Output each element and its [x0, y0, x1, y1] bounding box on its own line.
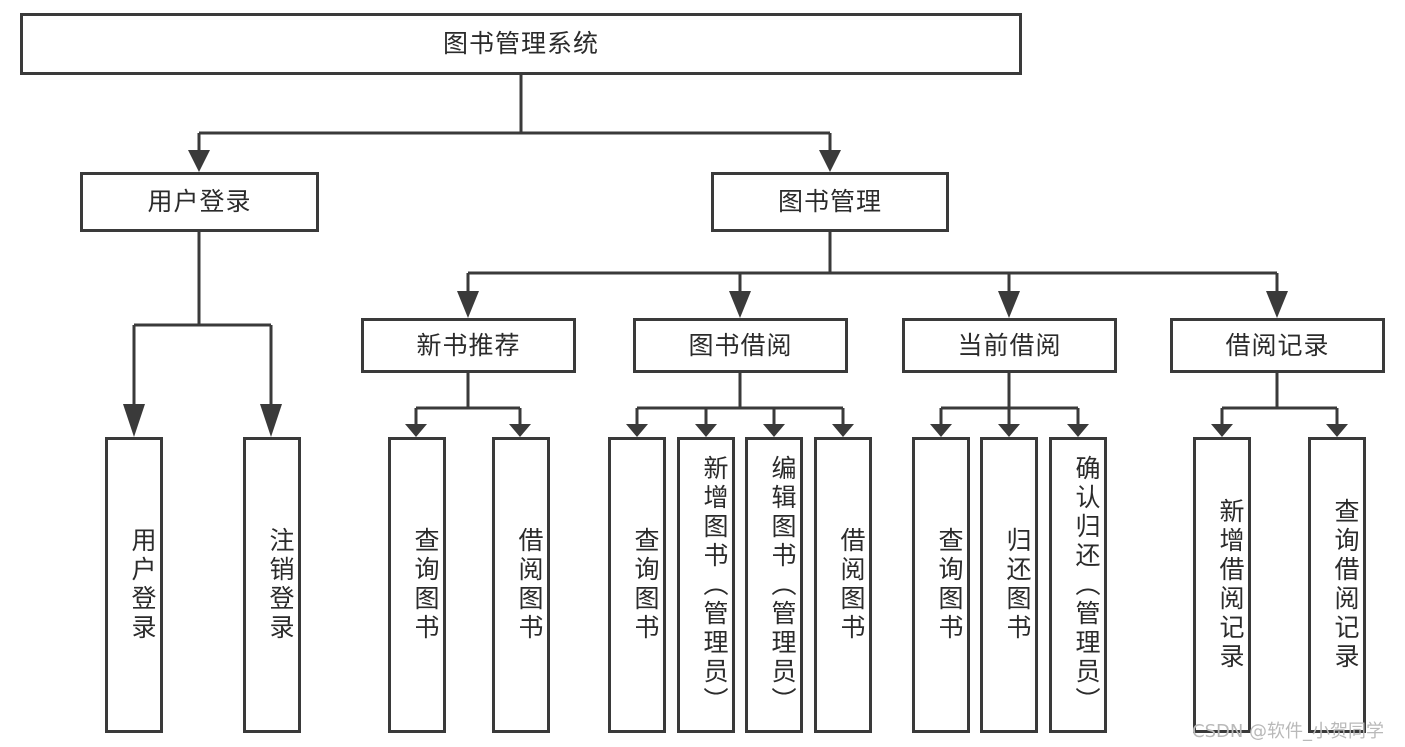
watermark-csdn: CSDN @软件_小贺同学: [1192, 721, 1385, 742]
node-root-system-label: 图书管理系统: [442, 29, 599, 59]
leaf-new-book-borrow[interactable]: 借阅图书: [492, 437, 550, 733]
arrowhead-l3-4: [1266, 291, 1288, 318]
leaf-book-borrow-borrow-label: 借阅图书: [837, 527, 866, 643]
leaf-book-borrow-borrow[interactable]: 借阅图书: [814, 437, 872, 733]
arrowhead-leaf-u2: [260, 404, 282, 437]
leaf-current-borrow-query[interactable]: 查询图书: [912, 437, 970, 733]
node-current-borrow-label: 当前借阅: [957, 330, 1062, 360]
leaf-book-borrow-edit-label: 编辑图书（管理员）: [768, 454, 797, 716]
leaf-current-borrow-return-label: 归还图书: [1003, 527, 1032, 643]
leaf-borrow-record-query[interactable]: 查询借阅记录: [1308, 437, 1366, 733]
arrowhead-leaf-r1: [1211, 424, 1233, 437]
leaf-new-book-borrow-label: 借阅图书: [515, 527, 544, 643]
leaf-user-login-signout[interactable]: 注销登录: [243, 437, 301, 733]
arrowhead-l3-2: [729, 291, 751, 318]
leaf-current-borrow-confirm[interactable]: 确认归还（管理员）: [1049, 437, 1107, 733]
leaf-current-borrow-query-label: 查询图书: [935, 527, 964, 643]
leaf-book-borrow-query-label: 查询图书: [631, 527, 660, 643]
leaf-book-borrow-add[interactable]: 新增图书（管理员）: [677, 437, 735, 733]
arrowhead-leaf-b2: [695, 424, 717, 437]
arrowhead-leaf-n2: [509, 424, 531, 437]
node-book-management-label: 图书管理: [777, 187, 882, 217]
arrowhead-leaf-c2: [998, 424, 1020, 437]
arrowhead-book-manage: [819, 150, 841, 172]
arrowhead-leaf-b1: [626, 424, 648, 437]
arrowhead-leaf-c3: [1067, 424, 1089, 437]
leaf-current-borrow-return[interactable]: 归还图书: [980, 437, 1038, 733]
arrowhead-l3-1: [457, 291, 479, 318]
arrowhead-leaf-c1: [930, 424, 952, 437]
arrowhead-user-login: [188, 150, 210, 172]
node-book-management[interactable]: 图书管理: [711, 172, 949, 232]
node-user-login[interactable]: 用户登录: [80, 172, 319, 232]
leaf-new-book-query[interactable]: 查询图书: [388, 437, 446, 733]
node-book-borrow-label: 图书借阅: [688, 330, 793, 360]
leaf-book-borrow-add-label: 新增图书（管理员）: [700, 454, 729, 716]
node-borrow-records-label: 借阅记录: [1225, 330, 1330, 360]
leaf-new-book-query-label: 查询图书: [411, 527, 440, 643]
node-borrow-records[interactable]: 借阅记录: [1170, 318, 1385, 373]
leaf-user-login-signout-label: 注销登录: [266, 527, 295, 643]
arrowhead-leaf-n1: [405, 424, 427, 437]
node-user-login-label: 用户登录: [147, 187, 252, 217]
leaf-user-login-signin-label: 用户登录: [128, 527, 157, 643]
arrowhead-l3-3: [998, 291, 1020, 318]
arrowhead-leaf-u1: [123, 404, 145, 437]
node-root-system[interactable]: 图书管理系统: [20, 13, 1022, 75]
arrowhead-leaf-b3: [763, 424, 785, 437]
leaf-borrow-record-add[interactable]: 新增借阅记录: [1193, 437, 1251, 733]
arrowhead-leaf-b4: [832, 424, 854, 437]
node-new-book-recommend[interactable]: 新书推荐: [361, 318, 576, 373]
node-new-book-recommend-label: 新书推荐: [416, 330, 521, 360]
leaf-book-borrow-edit[interactable]: 编辑图书（管理员）: [745, 437, 803, 733]
leaf-book-borrow-query[interactable]: 查询图书: [608, 437, 666, 733]
arrowhead-leaf-r2: [1326, 424, 1348, 437]
leaf-current-borrow-confirm-label: 确认归还（管理员）: [1072, 454, 1101, 716]
leaf-user-login-signin[interactable]: 用户登录: [105, 437, 163, 733]
node-book-borrow[interactable]: 图书借阅: [633, 318, 848, 373]
leaf-borrow-record-query-label: 查询借阅记录: [1331, 498, 1360, 672]
node-current-borrow[interactable]: 当前借阅: [902, 318, 1117, 373]
leaf-borrow-record-add-label: 新增借阅记录: [1216, 498, 1245, 672]
